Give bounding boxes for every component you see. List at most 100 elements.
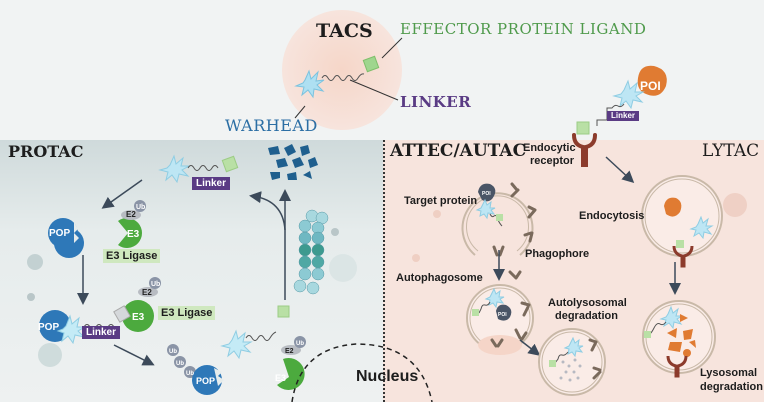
- arrow-to-autolysosome: [519, 339, 541, 356]
- lysosome-icon: [642, 300, 716, 374]
- lysosomal-label-line2: degradation: [700, 381, 763, 393]
- lytac-title: LYTAC: [702, 141, 760, 161]
- e3-ligase-label-1: E3 Ligase: [103, 249, 161, 263]
- e3-label-1: E3: [127, 229, 140, 240]
- linker-pointer: [349, 79, 399, 101]
- panel-divider: [383, 140, 385, 402]
- effector-pointer: [381, 37, 403, 59]
- decor-dot: [329, 254, 357, 282]
- linker-wave: [321, 73, 365, 81]
- decor-dot: [723, 193, 747, 217]
- endocytic-receptor-icon: [572, 133, 597, 167]
- lytac-linker-tag: Linker: [607, 111, 640, 121]
- endosome-poi-icon: [664, 197, 682, 217]
- warhead-pointer: [294, 105, 306, 119]
- decor-dot: [27, 293, 35, 301]
- endocytic-receptor-label-line2: receptor: [530, 155, 575, 167]
- decor-dot: [27, 254, 43, 270]
- proteasome-icon: [293, 209, 329, 295]
- autophagosome-ligand-icon: [472, 309, 479, 316]
- arrow-to-endocytosis: [605, 156, 635, 184]
- protac-warhead-icon: [158, 154, 191, 184]
- target-protein-poi-icon: [478, 183, 496, 202]
- pop-icon-1: [48, 218, 85, 258]
- attec-warhead-icon: [475, 198, 496, 220]
- attec-poi-label-2: POI: [498, 312, 507, 318]
- pop-label-2: POP: [38, 322, 59, 333]
- ub-label-chain-1: Ub: [169, 349, 177, 355]
- e2-label-2: E2: [142, 288, 152, 297]
- ub-label-chain-3: Ub: [186, 371, 194, 377]
- poi-fragments-icon: [667, 314, 696, 357]
- endosome-ligand-icon: [676, 240, 684, 248]
- autophagosome-linker-wave: [478, 301, 491, 314]
- e3-label-3: E3: [275, 373, 286, 383]
- lytac-poi-icon: [637, 65, 667, 96]
- tacs-circle: [282, 10, 402, 130]
- e3-label-2: E3: [132, 312, 145, 323]
- autophagosome-poi-icon: [496, 304, 512, 321]
- autophagosome-warhead-icon: [484, 287, 505, 309]
- linker-label: LINKER: [400, 93, 472, 111]
- protac-ligand-icon: [221, 155, 239, 173]
- protac-linker-tag: Linker: [192, 177, 231, 190]
- nucleus-label: Nucleus: [356, 368, 419, 385]
- lysosome-receptor-icon: [666, 355, 688, 378]
- ternary-linker-tag: Linker: [82, 326, 121, 339]
- pop-label-1: POP: [49, 228, 70, 239]
- endosome-warhead-icon: [689, 215, 714, 240]
- warhead-icon: [294, 69, 325, 99]
- autolysosomal-label-line2: degradation: [555, 310, 618, 322]
- lysosome-linker-wave: [649, 321, 667, 335]
- arrow-to-ubiquitinated: [113, 344, 155, 366]
- endosome-receptor-icon: [672, 245, 694, 268]
- autolysosome-receptors-icon: [588, 338, 602, 380]
- lytac-ligand-icon: [576, 121, 590, 135]
- autolysosome-linker-wave: [554, 351, 569, 364]
- free-warhead-icon: [220, 329, 253, 360]
- lysosome-ligand-icon: [644, 331, 651, 338]
- phagophore-label: Phagophore: [525, 248, 590, 260]
- e3-ligase-icon-2: [113, 277, 161, 332]
- lytac-poi-label: POI: [640, 79, 661, 93]
- free-linker-wave: [245, 331, 277, 341]
- e3-ligase-label-2: E3 Ligase: [158, 306, 216, 320]
- autolysosome-ligand-icon: [549, 360, 556, 367]
- e2-label-1: E2: [126, 210, 136, 219]
- endocytic-receptor-label-line1: Endocytic: [523, 142, 576, 154]
- attec-ligand-icon: [496, 214, 503, 221]
- ub-label-1: Ub: [136, 204, 145, 211]
- effector-protein-ligand-label: EFFECTOR PROTEIN LIGAND: [400, 20, 647, 38]
- ubiquitinated-pop-icon: [167, 344, 224, 395]
- nucleus-boundary: [291, 343, 433, 402]
- decor-dot: [412, 254, 420, 262]
- pop-icon-2: [39, 310, 71, 342]
- lytac-warhead-icon: [612, 79, 645, 110]
- effector-ligand-icon: [362, 55, 380, 73]
- ub-label-2: Ub: [151, 281, 160, 288]
- decor-dot: [433, 210, 441, 218]
- tacs-title: TACS: [316, 20, 373, 42]
- e2-label-3: E2: [285, 348, 294, 355]
- autolysosome-icon: [538, 328, 606, 396]
- e3-ligase-icon-1: [118, 200, 146, 249]
- degraded-fragments-icon: [268, 144, 318, 180]
- free-ligand-icon: [277, 305, 290, 318]
- lysosome-warhead-icon: [659, 305, 684, 330]
- ub-label-chain-2: Ub: [176, 361, 184, 367]
- degraded-particles-icon: [559, 358, 582, 382]
- decor-dot: [331, 228, 339, 236]
- warhead-label: WARHEAD: [225, 116, 318, 135]
- ub-label-3: Ub: [296, 341, 304, 347]
- attec-autac-title: ATTEC/AUTAC: [390, 141, 527, 161]
- decor-dot: [38, 343, 62, 367]
- arrow-recycle: [249, 191, 286, 231]
- lytac-linker-wave: [596, 103, 625, 126]
- attec-poi-label-1: POI: [482, 191, 491, 197]
- autophagosome-label: Autophagosome: [396, 272, 483, 284]
- ternary-warhead-icon: [56, 314, 87, 345]
- arrow-to-pop: [101, 179, 143, 209]
- autolysosomal-label-line1: Autolysosomal: [548, 297, 627, 309]
- protac-title: PROTAC: [8, 142, 84, 161]
